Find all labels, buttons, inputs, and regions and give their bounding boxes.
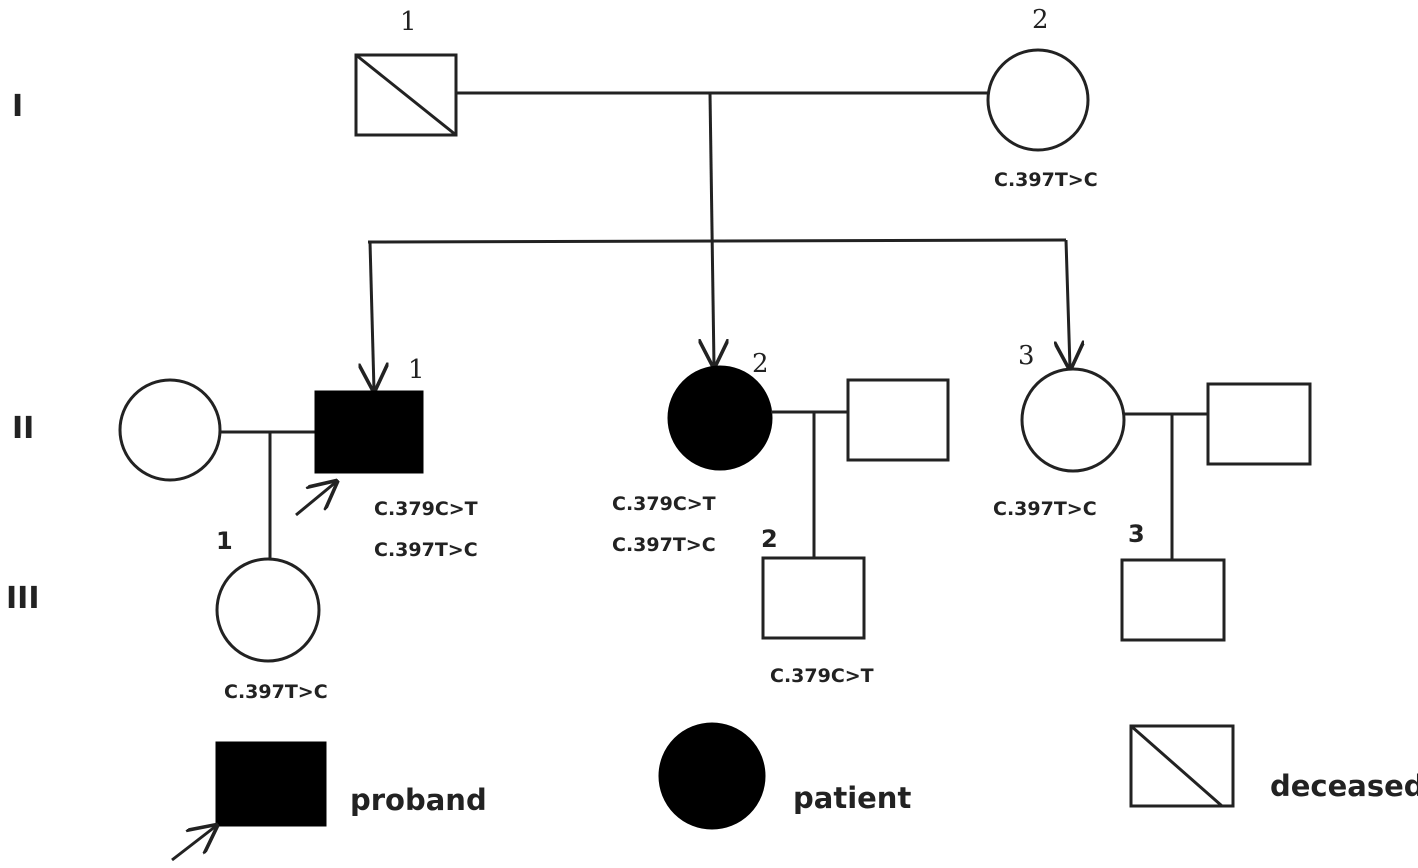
individual-II2-number: 2 <box>752 349 769 379</box>
individual-II3-female <box>1020 367 1126 473</box>
legend-proband-label: proband <box>350 783 487 817</box>
legend: proband patient deceased <box>171 722 1418 862</box>
individual-III1-number: 1 <box>216 527 233 555</box>
descent-arrow-II2 <box>710 92 714 366</box>
individual-II2-patient-female <box>667 365 773 471</box>
individual-II1-spouse-female <box>118 378 222 482</box>
deceased-slash <box>355 53 457 137</box>
individual-II1-mutation-2: C.397T>C <box>374 539 478 561</box>
individual-II1-mutation-1: C.379C>T <box>374 498 478 520</box>
individual-I2-mutation: C.397T>C <box>994 169 1098 191</box>
sibship-line-II <box>367 238 1067 244</box>
descent-arrow-II1 <box>370 241 374 390</box>
legend-deceased-label: deceased <box>1270 769 1418 803</box>
individual-III1-mutation: C.397T>C <box>224 681 328 703</box>
proband-arrow <box>295 482 336 517</box>
legend-deceased-slash <box>1130 724 1223 808</box>
individual-I2-female <box>986 48 1090 152</box>
individual-II2-spouse-male <box>846 378 950 462</box>
legend-patient-label: patient <box>793 781 911 815</box>
individual-III2-number: 2 <box>761 525 778 553</box>
descent-arrow-II3 <box>1066 239 1070 368</box>
individual-III3-male <box>1120 558 1226 642</box>
generation-label-3: III <box>6 581 40 616</box>
individual-II1-number: 1 <box>408 355 425 385</box>
individual-I1-number: 1 <box>400 7 417 37</box>
individual-II3-mutation: C.397T>C <box>993 498 1097 520</box>
individual-II2-mutation-1: C.379C>T <box>612 493 716 515</box>
individual-II3-spouse-male <box>1206 382 1312 466</box>
individual-I2-number: 2 <box>1032 5 1049 35</box>
individual-III2-male <box>761 556 866 640</box>
individual-III3-number: 3 <box>1128 520 1145 548</box>
generation-label-1: I <box>12 89 23 124</box>
individual-III2-mutation: C.379C>T <box>770 665 874 687</box>
legend-proband-arrow <box>171 826 216 862</box>
individual-II1-proband-male <box>314 390 424 474</box>
individual-II2-mutation-2: C.397T>C <box>612 534 716 556</box>
legend-proband-symbol <box>215 741 327 827</box>
legend-patient-symbol <box>658 722 766 830</box>
individual-III1-female <box>215 557 321 663</box>
individual-II3-number: 3 <box>1018 341 1035 371</box>
generation-label-2: II <box>12 411 34 446</box>
